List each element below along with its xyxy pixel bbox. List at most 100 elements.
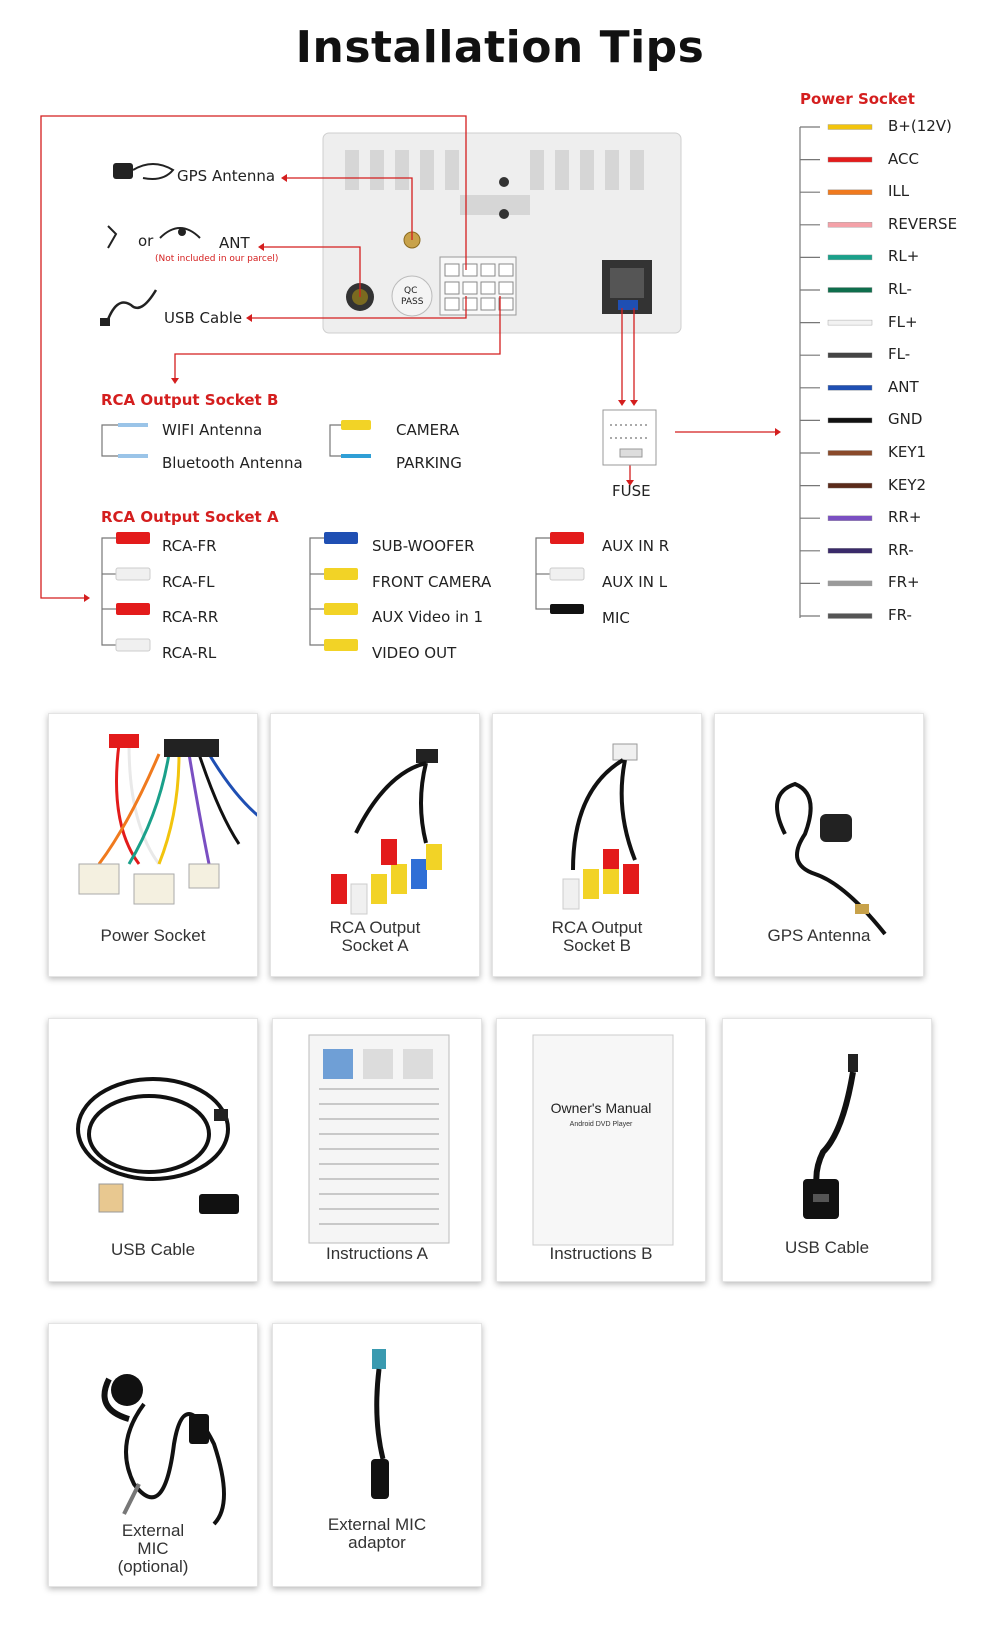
power-wire	[827, 254, 873, 261]
power-wire	[827, 156, 873, 163]
usb-cable-icon	[76, 1077, 239, 1214]
accessory-caption: USB Cable	[784, 1238, 870, 1257]
rca-a-item: RCA-FL	[162, 573, 215, 591]
accessory-caption: External MIC adaptor	[327, 1515, 427, 1552]
power-wire	[827, 613, 873, 619]
rca-a-brackets	[101, 537, 550, 646]
rca-a-item: AUX IN L	[602, 573, 668, 591]
power-wire	[827, 287, 873, 293]
rca-b-item: WIFI Antenna	[162, 421, 263, 439]
rca-a-item: FRONT CAMERA	[372, 573, 492, 591]
power-socket-wires	[800, 124, 873, 619]
accessory-caption: USB Cable	[110, 1240, 196, 1259]
power-wire-label: B+(12V)	[888, 117, 952, 135]
ant-icon	[107, 225, 201, 249]
page-title: Installation Tips	[295, 22, 705, 73]
power-socket-harness-icon	[78, 734, 257, 905]
power-wire-label: FR+	[888, 573, 920, 592]
rca-a-heading: RCA Output Socket A	[101, 508, 279, 526]
power-wire	[827, 189, 873, 195]
rca-a-item: SUB-WOOFER	[372, 537, 475, 555]
power-wire	[827, 124, 873, 130]
usb-cable-label: USB Cable	[164, 309, 243, 327]
power-wire-label: FR-	[888, 606, 912, 624]
power-wire	[827, 352, 873, 358]
head-unit-back	[322, 132, 682, 334]
power-wire	[827, 385, 873, 391]
accessory-card-mic-adaptor: External MIC adaptor	[272, 1323, 482, 1587]
accessory-caption: RCA Output Socket A	[329, 918, 421, 955]
rca-a-item: RCA-RL	[162, 644, 217, 662]
external-mic-icon	[101, 1374, 226, 1526]
optional-note: (optional)	[117, 1557, 189, 1576]
accessory-caption: Instructions A	[325, 1244, 429, 1263]
manual-subtitle: Android DVD Player	[569, 1121, 633, 1128]
accessory-card-instructions-b: Owner's Manual Android DVD Player Instru…	[496, 1018, 706, 1282]
power-wire-label: GND	[888, 410, 923, 429]
rca-output-socket-b-icon	[562, 743, 639, 910]
accessory-caption: RCA Output Socket B	[551, 918, 643, 955]
qc-label: QC	[404, 286, 418, 296]
rca-b-item: PARKING	[396, 454, 462, 472]
power-wire	[827, 319, 873, 326]
pass-label: PASS	[401, 297, 424, 307]
rca-a-item: MIC	[602, 609, 630, 627]
accessory-card-power-socket: Power Socket	[48, 713, 258, 977]
power-wire-label: RR+	[888, 508, 922, 527]
power-wire-label: ILL	[888, 182, 910, 201]
usb-cable-icon	[100, 289, 158, 326]
mic-adaptor-icon	[371, 1349, 389, 1499]
connection-lines	[40, 115, 775, 599]
rca-a-connectors	[115, 532, 585, 652]
fuse-box	[602, 409, 657, 466]
power-wire	[827, 450, 873, 456]
power-socket-heading: Power Socket	[800, 90, 915, 108]
accessory-card-rca-a: RCA Output Socket A	[270, 713, 480, 977]
or-label: or	[138, 232, 154, 250]
fuse-label: FUSE	[612, 482, 651, 500]
rca-a-item: AUX Video in 1	[372, 608, 484, 626]
accessory-caption: Instructions B	[549, 1244, 653, 1263]
gps-antenna-label: GPS Antenna	[177, 167, 276, 185]
accessory-card-gps: GPS Antenna	[714, 713, 924, 977]
power-wire	[827, 515, 873, 521]
power-wire-label: KEY1	[888, 443, 927, 461]
manual-title: Owner's Manual	[550, 1100, 652, 1116]
gps-antenna-icon	[113, 163, 175, 180]
rca-b-connectors	[118, 420, 371, 458]
power-wire-label: RL-	[888, 280, 912, 298]
power-wire	[827, 417, 873, 424]
power-wire-label: RL+	[888, 247, 920, 266]
accessory-caption: GPS Antenna	[767, 926, 871, 945]
rca-b-heading: RCA Output Socket B	[101, 391, 279, 409]
accessory-card-external-mic: External MIC (optional)	[48, 1323, 258, 1587]
rca-output-socket-a-icon	[331, 749, 442, 915]
wiring-diagram	[40, 115, 873, 652]
power-wire-label: FL-	[888, 345, 911, 364]
power-wire-label: KEY2	[888, 475, 927, 494]
rca-a-item: RCA-FR	[162, 537, 217, 555]
power-wire-label: FL+	[888, 312, 918, 331]
rca-a-item: VIDEO OUT	[372, 644, 457, 662]
accessory-card-instructions-a: Instructions A	[272, 1018, 482, 1282]
rca-a-item: RCA-RR	[162, 608, 219, 626]
power-wire-label: REVERSE	[888, 214, 958, 233]
rca-a-item: AUX IN R	[602, 537, 670, 555]
accessory-card-usb-cable-b: USB Cable	[722, 1018, 932, 1282]
power-wire-label: ANT	[888, 377, 919, 396]
accessory-card-usb-cable-a: USB Cable	[48, 1018, 258, 1282]
accessory-caption: Power Socket	[100, 926, 206, 945]
not-included-note: (Not included in our parcel)	[155, 254, 279, 264]
rca-b-item: Bluetooth Antenna	[162, 454, 303, 472]
power-wire-label: RR-	[888, 540, 914, 559]
power-wire	[827, 482, 873, 489]
accessory-card-rca-b: RCA Output Socket B	[492, 713, 702, 977]
power-wire-label: ACC	[888, 149, 919, 168]
rca-b-bracket	[101, 424, 341, 457]
power-wire	[827, 580, 873, 587]
arrow-heads	[84, 174, 781, 602]
accessory-caption: External MIC	[121, 1521, 185, 1558]
usb-adapter-cable-icon	[803, 1054, 858, 1219]
gps-antenna-icon	[775, 781, 887, 936]
rca-b-item: CAMERA	[396, 421, 460, 439]
